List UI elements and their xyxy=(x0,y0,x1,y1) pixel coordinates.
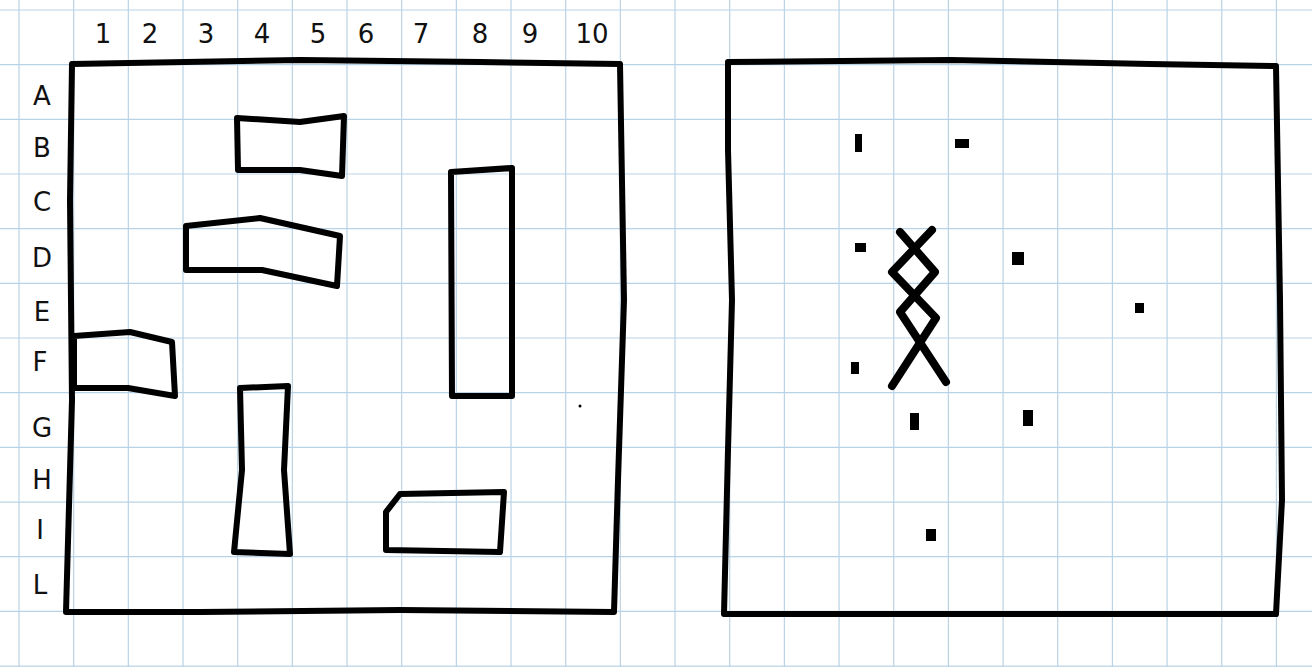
column-number: 9 xyxy=(522,21,539,47)
shot-mark xyxy=(855,134,862,152)
grid-line xyxy=(838,0,839,667)
grid-line xyxy=(18,0,19,667)
ship xyxy=(386,492,504,552)
grid-line xyxy=(1221,0,1222,667)
grid-line xyxy=(292,0,293,667)
shot-mark xyxy=(851,362,859,374)
hit-cross xyxy=(892,230,936,386)
grid-line xyxy=(237,0,238,667)
grid-line xyxy=(456,0,457,667)
hit-marks xyxy=(892,230,946,386)
grid-line xyxy=(893,0,894,667)
grid-line xyxy=(0,228,1312,229)
grid-line xyxy=(0,337,1312,338)
grid-line xyxy=(0,9,1312,10)
grid-line xyxy=(0,447,1312,448)
ship xyxy=(186,218,340,286)
row-letter: L xyxy=(33,572,48,598)
grid-line xyxy=(0,501,1312,502)
shot-mark xyxy=(1135,303,1144,313)
grid-line xyxy=(1002,0,1003,667)
grid-line xyxy=(1112,0,1113,667)
grid-line xyxy=(784,0,785,667)
grid-line xyxy=(0,392,1312,393)
shot-mark xyxy=(910,413,919,430)
ship xyxy=(237,116,344,176)
shot-mark xyxy=(855,243,866,252)
column-number: 5 xyxy=(310,21,327,47)
column-number: 10 xyxy=(575,21,608,47)
row-letter: D xyxy=(32,245,52,271)
row-letter: H xyxy=(32,467,52,493)
grid-line xyxy=(0,283,1312,284)
dot-mark xyxy=(579,405,582,408)
column-number: 4 xyxy=(254,21,271,47)
ship xyxy=(234,386,290,554)
column-number: 6 xyxy=(358,21,375,47)
row-letter: A xyxy=(33,83,51,109)
grid-line xyxy=(565,0,566,667)
grid-line xyxy=(0,119,1312,120)
grid-line xyxy=(401,0,402,667)
left-board xyxy=(66,60,624,612)
grid-line xyxy=(0,665,1312,666)
right-board xyxy=(724,60,1282,614)
shot-mark xyxy=(926,529,936,541)
grid-line xyxy=(948,0,949,667)
row-letter: E xyxy=(34,299,50,325)
grid-line xyxy=(0,173,1312,174)
grid-line xyxy=(0,556,1312,557)
column-number: 7 xyxy=(413,21,430,47)
column-number: 2 xyxy=(142,21,159,47)
ship xyxy=(74,332,175,396)
column-number: 8 xyxy=(472,21,489,47)
row-letter: G xyxy=(32,415,52,441)
column-number: 1 xyxy=(95,21,112,47)
shot-mark xyxy=(1023,410,1033,426)
shot-mark xyxy=(1012,252,1024,265)
shot-mark xyxy=(955,139,969,148)
grid-line xyxy=(346,0,347,667)
ship xyxy=(451,168,512,396)
row-letter: I xyxy=(36,517,44,543)
row-letter: C xyxy=(33,189,51,215)
grid-line xyxy=(674,0,675,667)
row-letter: F xyxy=(33,349,48,375)
grid-line xyxy=(1057,0,1058,667)
grid-line xyxy=(1166,0,1167,667)
column-number: 3 xyxy=(198,21,215,47)
grid-line xyxy=(182,0,183,667)
row-letter: B xyxy=(33,135,51,161)
